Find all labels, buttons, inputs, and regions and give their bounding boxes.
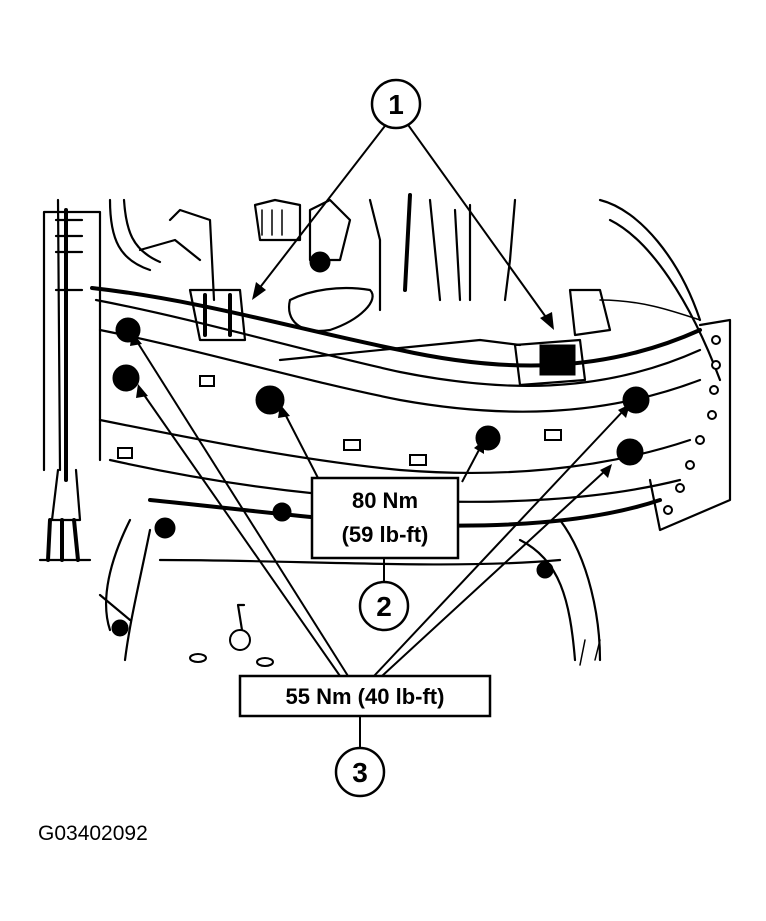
callout-1-label: 1 bbox=[388, 89, 404, 120]
figure-id: G03402092 bbox=[38, 822, 148, 845]
bolt-center bbox=[255, 385, 285, 415]
callout-3: 3 bbox=[334, 746, 386, 798]
bolt-right-upper bbox=[622, 386, 650, 414]
torque-box-80: 80 Nm (59 lb-ft) bbox=[310, 476, 460, 560]
bolt-left bbox=[112, 364, 140, 392]
torque-80-line2: (59 lb-ft) bbox=[342, 522, 429, 547]
callout-2-label: 2 bbox=[376, 591, 392, 622]
callout-3-label: 3 bbox=[352, 757, 368, 788]
callout-2: 2 bbox=[358, 580, 410, 632]
bolt-right-lower bbox=[616, 438, 644, 466]
bolt-lower-center bbox=[272, 502, 292, 522]
torque-55-label: 55 Nm (40 lb-ft) bbox=[286, 684, 445, 709]
leader-lines bbox=[130, 121, 630, 750]
bolt-lower-left bbox=[154, 517, 176, 539]
torque-80-line1: 80 Nm bbox=[352, 488, 418, 513]
bolts bbox=[112, 317, 650, 539]
line-art bbox=[38, 193, 732, 667]
callout-1: 1 bbox=[370, 78, 422, 130]
torque-box-55: 55 Nm (40 lb-ft) bbox=[238, 674, 492, 718]
